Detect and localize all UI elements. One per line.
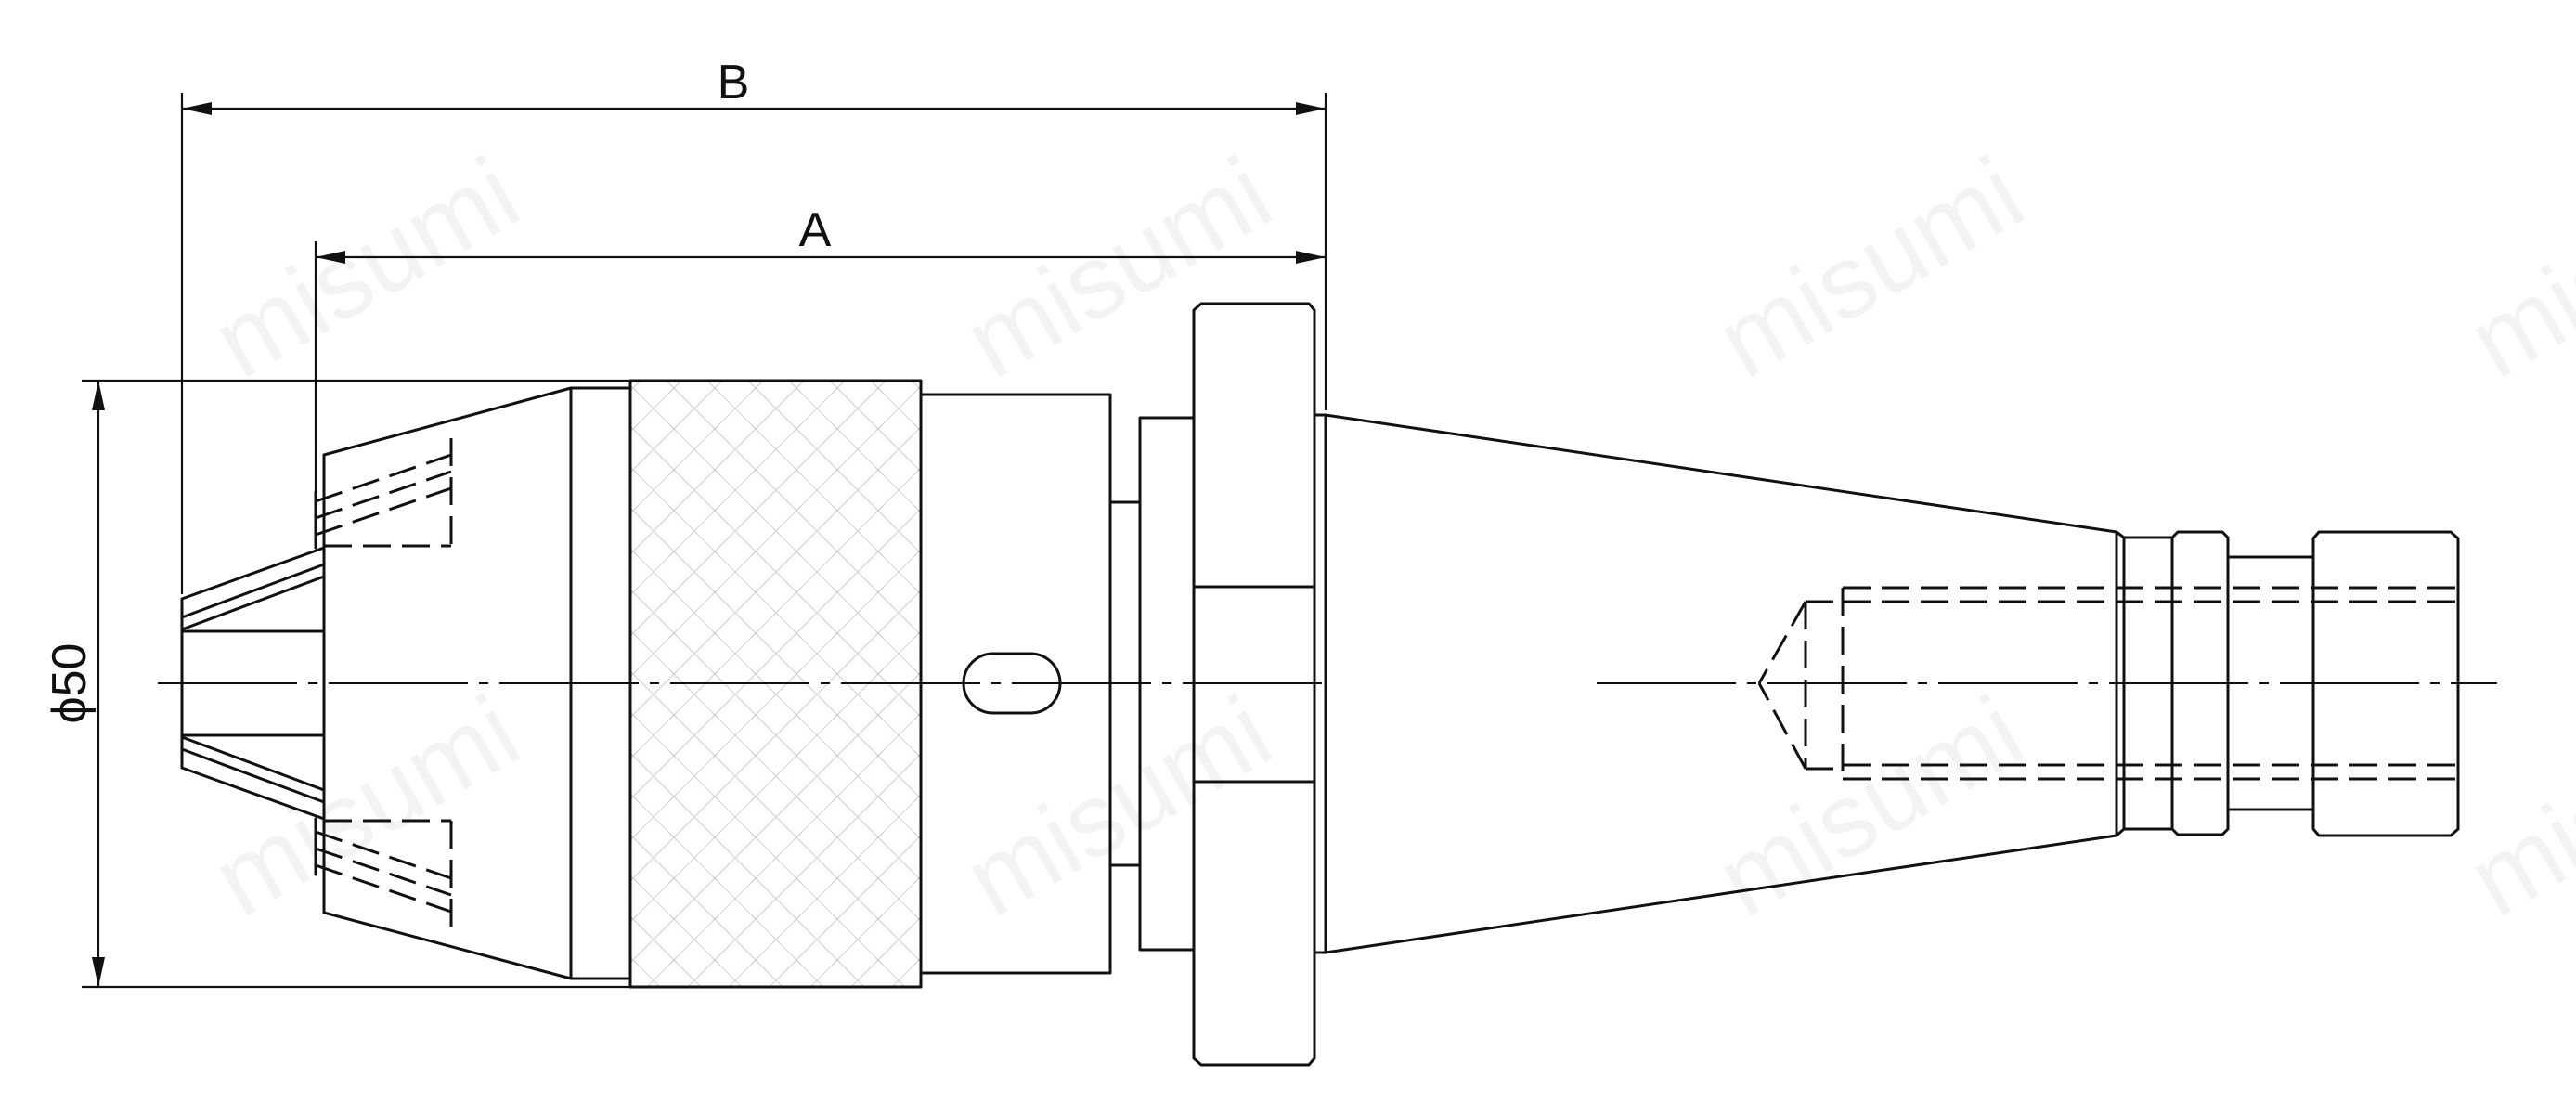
knurled-sleeve-pattern bbox=[630, 381, 921, 987]
watermark-text: misumi bbox=[1699, 135, 2042, 400]
watermark-text: misumi bbox=[947, 135, 1290, 400]
dimension-diameter: ϕ50 bbox=[43, 379, 631, 989]
hidden-jaw-line bbox=[315, 847, 452, 897]
watermark-text: misumi bbox=[2451, 135, 2576, 400]
jaw-line bbox=[180, 563, 326, 619]
watermark-text: misumi bbox=[2451, 673, 2576, 939]
dimension-label-b: B bbox=[718, 56, 750, 110]
hidden-drill-point bbox=[1757, 682, 1807, 770]
flange bbox=[1192, 302, 1316, 1067]
knob-head bbox=[2311, 530, 2460, 837]
watermark-text: misumi bbox=[1699, 673, 2042, 939]
jaw-line bbox=[180, 747, 326, 804]
chuck-jaws bbox=[180, 438, 453, 928]
knob-ring-2 bbox=[2170, 530, 2230, 836]
key-slot bbox=[962, 652, 1062, 715]
hidden-jaw-line bbox=[315, 863, 452, 914]
arrowhead bbox=[92, 957, 105, 987]
arrowhead bbox=[1296, 102, 1326, 115]
dimension-label-diameter: ϕ50 bbox=[43, 643, 97, 724]
hidden-jaw-line bbox=[315, 453, 452, 503]
watermark-layer: misumi misumi misumi misumi misumi misum… bbox=[195, 135, 2576, 939]
dimension-a: A bbox=[314, 203, 1326, 492]
hidden-jaw-line bbox=[315, 830, 452, 880]
hidden-jaw-line bbox=[315, 470, 452, 520]
jaw-line bbox=[180, 575, 326, 631]
arrowhead bbox=[92, 381, 105, 410]
watermark-text: misumi bbox=[195, 135, 538, 400]
dimension-label-a: A bbox=[799, 203, 832, 257]
watermark-text: misumi bbox=[195, 673, 538, 939]
retention-knob bbox=[2115, 530, 2460, 837]
arrowhead bbox=[182, 102, 212, 115]
arrowhead bbox=[316, 251, 345, 264]
hidden-drill-point bbox=[1757, 601, 1807, 684]
arrowhead bbox=[1296, 251, 1326, 264]
jaw-line bbox=[180, 735, 326, 792]
hidden-jaw-line bbox=[315, 486, 452, 537]
dimension-b: B bbox=[180, 56, 1327, 594]
